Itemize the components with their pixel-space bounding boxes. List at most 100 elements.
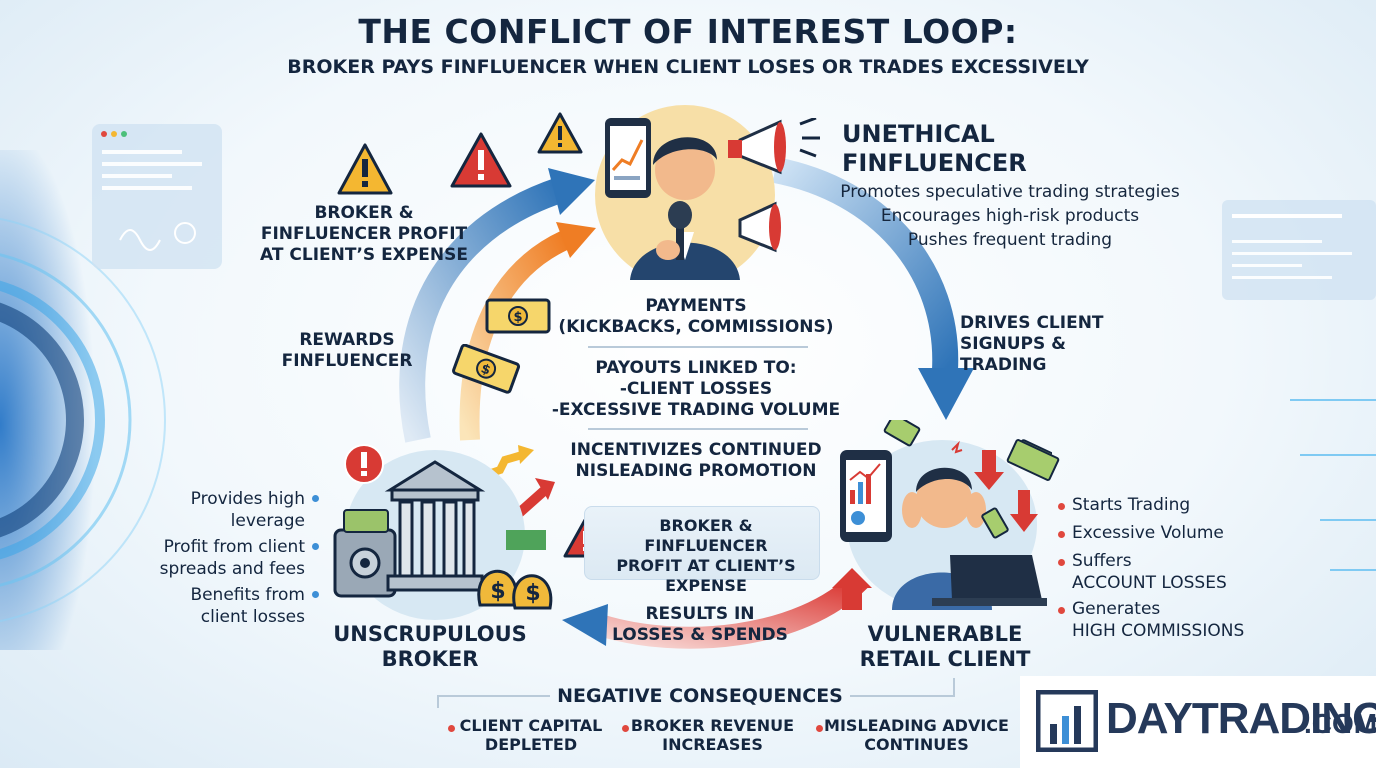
consequence-line: CONTINUES [824, 735, 1009, 754]
broker-point-line: Profit from client [130, 536, 305, 558]
client-point-2: Excessive Volume [1072, 522, 1224, 544]
payouts-line: -CLIENT LOSSES [546, 379, 846, 400]
payouts-label: PAYOUTS LINKED TO: -CLIENT LOSSES -EXCES… [546, 358, 846, 421]
consequence-line: BROKER REVENUE [630, 716, 795, 735]
broker-point-line: Benefits from [130, 584, 305, 606]
dollar-bill-icon [1004, 436, 1064, 484]
center-box-line: PROFIT AT CLIENT’S [596, 556, 816, 576]
blue-arrow-up-head [548, 168, 595, 215]
microphone-icon [668, 201, 692, 229]
drives-line: SIGNUPS & [960, 334, 1104, 355]
broker-point-line: spreads and fees [130, 558, 305, 580]
consequence-line: MISLEADING ADVICE [824, 716, 1009, 735]
drives-line: DRIVES CLIENT [960, 313, 1104, 334]
incent-line: NISLEADING PROMOTION [546, 461, 846, 482]
client-point-line: Starts Trading [1072, 494, 1190, 516]
rewards-label: REWARDS FINFLUENCER [272, 330, 422, 372]
payouts-line: -EXCESSIVE TRADING VOLUME [546, 400, 846, 421]
bullet-dot [1058, 531, 1065, 538]
broker-title: UNSCRUPULOUS BROKER [330, 622, 530, 672]
broker-point-1: Provides high leverage [130, 488, 305, 532]
bullet-dot [816, 725, 823, 732]
payments-line: PAYMENTS [546, 296, 846, 317]
client-title-line: RETAIL CLIENT [840, 647, 1050, 672]
drives-label: DRIVES CLIENT SIGNUPS & TRADING [960, 313, 1104, 376]
finfluencer-title-line2: FINFLUENCER [842, 149, 1027, 178]
left-warning-line: BROKER & [254, 203, 474, 224]
results-label: RESULTS IN LOSSES & SPENDS [590, 604, 810, 646]
warning-icon [450, 132, 512, 188]
broker-title-line: BROKER [330, 647, 530, 672]
page-subtitle: BROKER PAYS FINFLUENCER WHEN CLIENT LOSE… [0, 56, 1376, 78]
finfluencer-point: Encourages high-risk products [800, 204, 1220, 228]
rewards-line: REWARDS [272, 330, 422, 351]
svg-text:$: $ [490, 579, 505, 604]
bullet-dot [448, 725, 455, 732]
alert-bubble-icon [342, 444, 386, 488]
finfluencer-point: Promotes speculative trading strategies [800, 180, 1220, 204]
left-warning-text: BROKER & FINFLUENCER PROFIT AT CLIENT’S … [254, 203, 474, 266]
dollar-bill-icon: $ [452, 344, 522, 394]
bar-chart-logo-icon [1036, 690, 1098, 752]
broker-title-line: UNSCRUPULOUS [330, 622, 530, 647]
results-line: RESULTS IN [590, 604, 810, 625]
broker-point-line: Provides high [130, 488, 305, 510]
bullet-dot [1058, 607, 1065, 614]
client-point-4: Generates HIGH COMMISSIONS [1072, 598, 1244, 642]
bullet-dot [312, 495, 319, 502]
bullet-dot [312, 543, 319, 550]
payouts-line: PAYOUTS LINKED TO: [546, 358, 846, 379]
client-point-line: ACCOUNT LOSSES [1072, 572, 1227, 594]
rewards-line: FINFLUENCER [272, 351, 422, 372]
results-line: LOSSES & SPENDS [590, 625, 810, 646]
bullet-dot [312, 591, 319, 598]
page-title: THE CONFLICT OF INTEREST LOOP: [0, 12, 1376, 51]
logo-suffix: .COM [1304, 708, 1376, 740]
left-warning-line: AT CLIENT’S EXPENSE [254, 245, 474, 266]
broker-point-3: Benefits from client losses [130, 584, 305, 628]
consequence-item-1: CLIENT CAPITAL DEPLETED [456, 716, 606, 754]
incent-line: INCENTIVIZES CONTINUED [546, 440, 846, 461]
consequence-line: DEPLETED [456, 735, 606, 754]
broker-point-2: Profit from client spreads and fees [130, 536, 305, 580]
client-point-line: Excessive Volume [1072, 522, 1224, 544]
finfluencer-illustration [590, 100, 790, 280]
finfluencer-point: Pushes frequent trading [800, 228, 1220, 252]
client-point-line: Generates [1072, 598, 1244, 620]
daytrading-logo: DAYTRADING .COM [1020, 676, 1376, 768]
client-title: VULNERABLE RETAIL CLIENT [840, 622, 1050, 672]
client-point-line: HIGH COMMISSIONS [1072, 620, 1244, 642]
consequence-line: INCREASES [630, 735, 795, 754]
left-warning-line: FINFLUENCER PROFIT [254, 224, 474, 245]
client-point-1: Starts Trading [1072, 494, 1190, 516]
drives-line: TRADING [960, 355, 1104, 376]
consequence-line: CLIENT CAPITAL [456, 716, 606, 735]
bullet-dot [622, 725, 629, 732]
client-title-line: VULNERABLE [840, 622, 1050, 647]
client-point-3: Suffers ACCOUNT LOSSES [1072, 550, 1227, 594]
consequence-item-3: MISLEADING ADVICE CONTINUES [824, 716, 1009, 754]
center-box-line: EXPENSE [596, 576, 816, 596]
payments-label: PAYMENTS (KICKBACKS, COMMISSIONS) [546, 296, 846, 338]
warning-icon [537, 112, 583, 154]
phone-chart-icon [840, 450, 892, 542]
broker-point-line: client losses [130, 606, 305, 628]
safe-icon [335, 530, 395, 596]
incentivizes-label: INCENTIVIZES CONTINUED NISLEADING PROMOT… [546, 440, 846, 482]
warning-icon [337, 143, 393, 195]
finfluencer-points: Promotes speculative trading strategies … [800, 180, 1220, 252]
bank-icon [388, 462, 482, 590]
svg-text:$: $ [525, 581, 540, 606]
payments-line: (KICKBACKS, COMMISSIONS) [546, 317, 846, 338]
dollar-bill-icon: $ [484, 296, 554, 336]
client-point-line: Suffers [1072, 550, 1227, 572]
bullet-dot [1058, 559, 1065, 566]
divider [588, 346, 808, 348]
consequence-item-2: BROKER REVENUE INCREASES [630, 716, 795, 754]
center-warning-text: BROKER & FINFLUENCER PROFIT AT CLIENT’S … [596, 516, 816, 596]
center-box-line: BROKER & FINFLUENCER [596, 516, 816, 556]
consequences-title: NEGATIVE CONSEQUENCES [440, 686, 960, 707]
sound-lines [796, 118, 826, 158]
broker-point-line: leverage [130, 510, 305, 532]
svg-text:$: $ [513, 310, 522, 325]
